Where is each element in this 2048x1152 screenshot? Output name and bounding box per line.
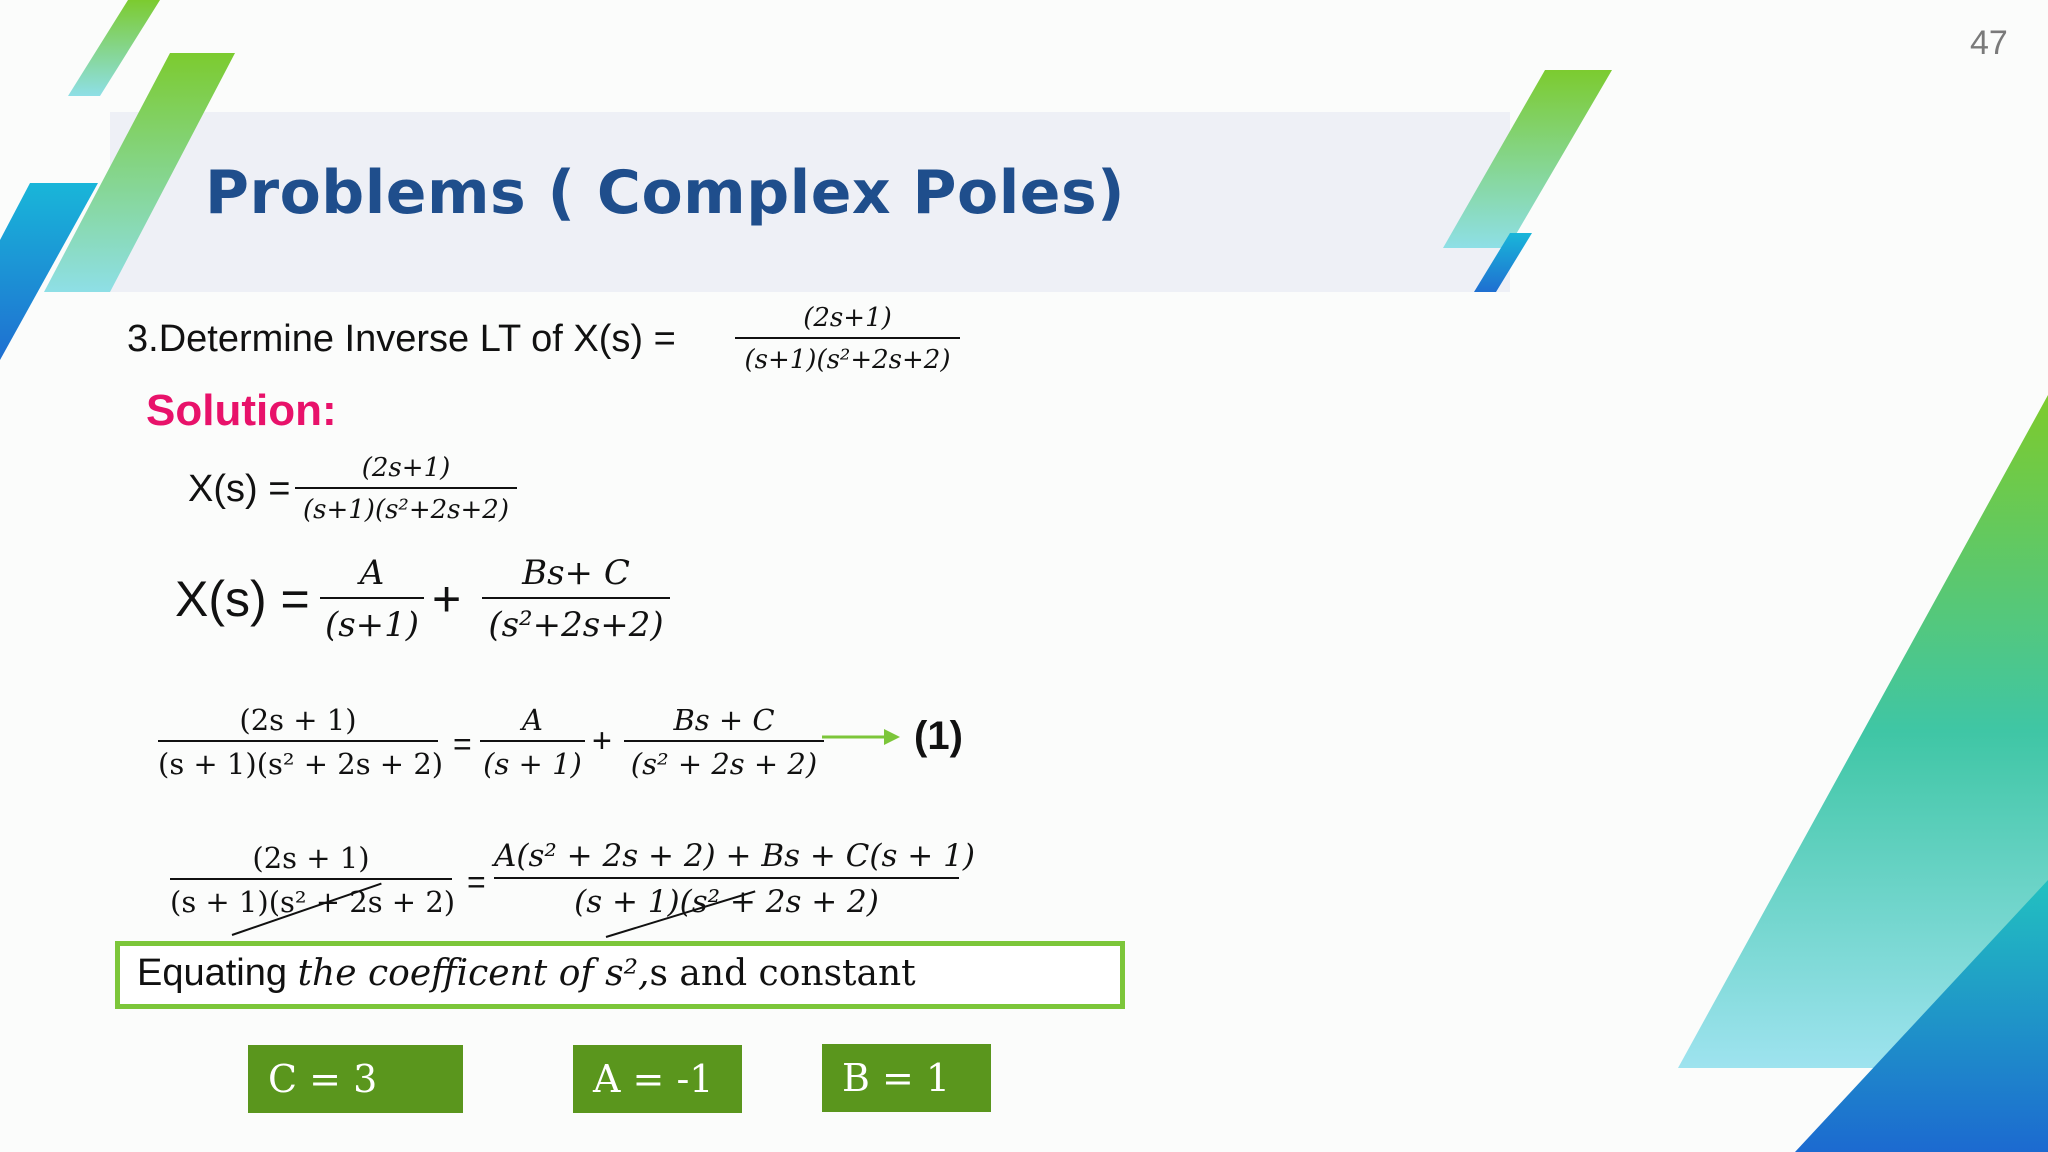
eq4-rhs-denominator: (s + 1)(s² + 2s + 2) <box>574 884 879 920</box>
answer-a-text: A = -1 <box>593 1057 714 1101</box>
eq3-term2-denominator: (s² + 2s + 2) <box>630 747 818 781</box>
eq4-lhs-denominator: (s + 1)(s² + 2s + 2) <box>170 885 456 919</box>
eq4-lhs: (2s + 1) (s + 1)(s² + 2s + 2) <box>170 841 456 919</box>
equating-box: Equating the coefficent of s²,s and cons… <box>115 941 1125 1009</box>
slide-title: Problems ( Complex Poles) <box>205 158 1126 228</box>
eq3-lhs-denominator: (s + 1)(s² + 2s + 2) <box>158 747 444 781</box>
eq1-fraction: (2s+1) (s+1)(s²+2s+2) <box>295 453 517 525</box>
eq4-lhs-numerator: (2s + 1) <box>252 841 370 875</box>
eq3-term2: Bs + C (s² + 2s + 2) <box>624 703 824 781</box>
problem-fraction: (2s+1) (s+1)(s²+2s+2) <box>735 303 960 375</box>
eq2-term1-denominator: (s+1) <box>324 605 420 645</box>
eq1-denominator: (s+1)(s²+2s+2) <box>302 495 509 525</box>
eq3-term2-numerator: Bs + C <box>673 703 775 737</box>
eq3-lhs-numerator: (2s + 1) <box>239 703 357 737</box>
eq3-term1-denominator: (s + 1) <box>483 747 582 781</box>
equating-suffix: s and constant <box>649 953 916 994</box>
eq1-numerator: (2s+1) <box>361 453 451 483</box>
problem-label: 3.Determine Inverse LT of X(s) = <box>127 318 676 360</box>
eq3-plus: + <box>592 722 612 760</box>
answer-b-text: B = 1 <box>842 1056 951 1100</box>
eq3-equals: = <box>453 726 472 762</box>
page-number: 47 <box>1970 24 2008 62</box>
problem-numerator: (2s+1) <box>803 303 892 333</box>
eq2-plus: + <box>432 571 462 627</box>
answer-a: A = -1 <box>573 1045 742 1113</box>
equating-text: Equating the coefficent of s²,s and cons… <box>137 952 916 995</box>
eq4-equals: = <box>467 864 486 900</box>
answer-c: C = 3 <box>248 1045 463 1113</box>
eq2-term1-numerator: A <box>359 553 385 593</box>
problem-denominator: (s+1)(s²+2s+2) <box>744 345 951 375</box>
eq2-term2-numerator: Bs+ C <box>522 553 630 593</box>
solution-label: Solution: <box>146 386 337 435</box>
eq2-lhs: X(s) = <box>175 571 310 627</box>
eq3-tag: (1) <box>914 714 963 758</box>
eq2-term1: A (s+1) <box>320 553 424 645</box>
arrow-right-icon <box>822 729 900 745</box>
answer-b: B = 1 <box>822 1044 991 1112</box>
eq3-term1-numerator: A <box>522 703 543 737</box>
eq4-rhs-numerator: A(s² + 2s + 2) + Bs + C(s + 1) <box>494 838 975 874</box>
eq2-term2-denominator: (s²+2s+2) <box>488 605 664 645</box>
eq3-term1: A (s + 1) <box>480 703 585 781</box>
eq1-lhs: X(s) = <box>188 468 291 510</box>
eq3-lhs: (2s + 1) (s + 1)(s² + 2s + 2) <box>158 703 444 781</box>
equating-prefix: Equating <box>137 952 298 994</box>
answer-c-text: C = 3 <box>268 1057 378 1101</box>
equating-math: the coefficent of s², <box>297 953 650 994</box>
eq4-rhs: A(s² + 2s + 2) + Bs + C(s + 1) (s + 1)(s… <box>494 838 975 920</box>
eq2-term2: Bs+ C (s²+2s+2) <box>482 553 670 645</box>
